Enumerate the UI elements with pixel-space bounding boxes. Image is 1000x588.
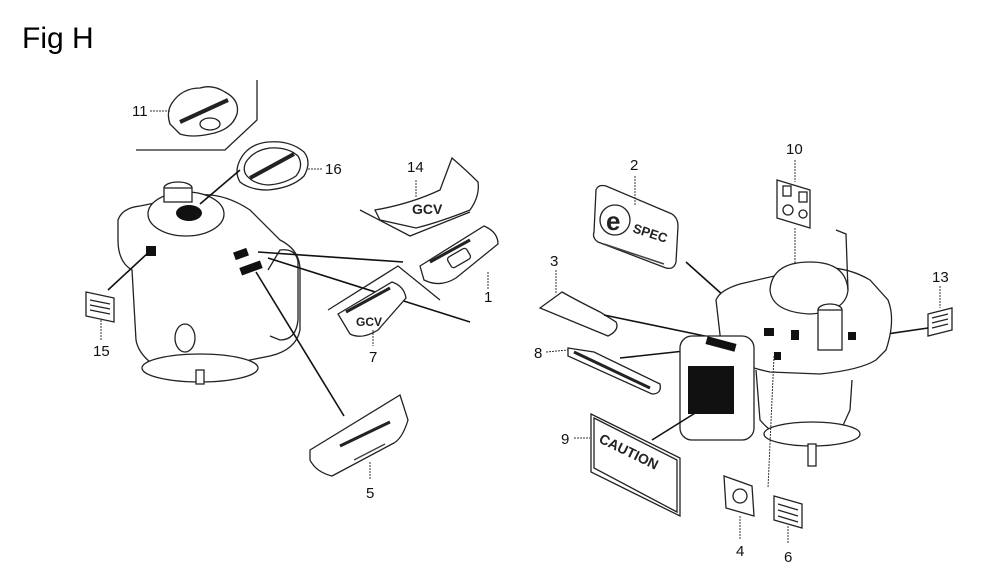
gcv-text: GCV xyxy=(356,315,382,329)
callout-7: 7 xyxy=(369,349,377,366)
callout-3: 3 xyxy=(550,253,558,270)
lift-handle xyxy=(835,229,849,291)
callout-16: 16 xyxy=(325,161,342,178)
part-10-label[interactable] xyxy=(776,160,811,335)
engine-base xyxy=(763,421,861,447)
espec-e-text: e xyxy=(606,206,620,236)
part-8-label[interactable] xyxy=(545,347,713,395)
emblem-logo xyxy=(199,117,221,131)
part-9-caution-label[interactable]: CAUTION xyxy=(574,412,681,518)
part-14-gcv-label[interactable]: GCV xyxy=(359,156,479,237)
callout-14: 14 xyxy=(407,159,424,176)
emblem-text-bar xyxy=(179,98,229,124)
callout-9: 9 xyxy=(561,431,569,448)
part-7-gcv-label[interactable]: GCV xyxy=(327,265,441,346)
gcv-text: GCV xyxy=(412,201,443,217)
part-1-label[interactable] xyxy=(419,225,499,290)
callout-13: 13 xyxy=(932,269,949,286)
part-11-emblem[interactable] xyxy=(136,80,258,151)
part-15-label[interactable] xyxy=(85,291,115,340)
oil-cap-mark xyxy=(176,205,202,221)
left-engine xyxy=(107,169,471,417)
part-6-label[interactable] xyxy=(773,495,803,544)
part-4-label[interactable] xyxy=(723,475,755,540)
part-16-emblem[interactable] xyxy=(236,141,322,191)
callout-10: 10 xyxy=(786,141,803,158)
callout-1: 1 xyxy=(484,289,492,306)
part-5-label[interactable] xyxy=(309,394,409,480)
part-3-label[interactable] xyxy=(538,270,725,341)
part-2-espec-label[interactable]: e SPEC xyxy=(592,176,763,331)
callout-15: 15 xyxy=(93,343,110,360)
right-engine xyxy=(651,229,893,489)
emblem-text-bar xyxy=(249,152,295,180)
callout-2: 2 xyxy=(630,157,638,174)
callout-5: 5 xyxy=(366,485,374,502)
callout-6: 6 xyxy=(784,549,792,566)
figure-title: Fig H xyxy=(22,22,94,55)
crankshaft xyxy=(195,369,205,385)
callout-4: 4 xyxy=(736,543,744,560)
callout-11: 11 xyxy=(132,103,148,120)
bracket-line xyxy=(136,80,258,151)
callout-8: 8 xyxy=(534,345,542,362)
crankshaft xyxy=(807,443,817,467)
